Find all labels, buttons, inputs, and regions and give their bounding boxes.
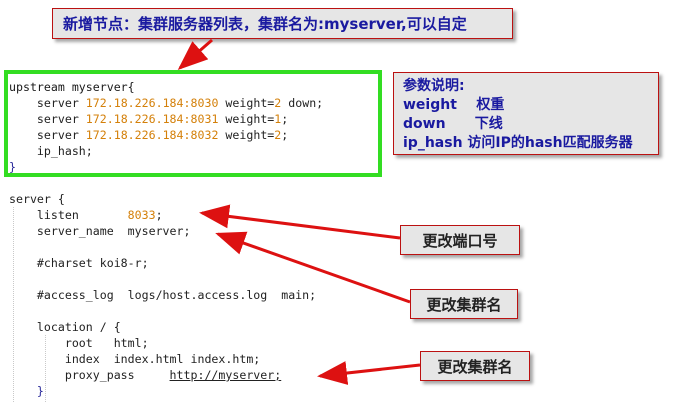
callout-change-cluster-name-2: 更改集群名 xyxy=(420,351,530,381)
indent-guide-2 xyxy=(45,335,46,402)
params-title: 参数说明: xyxy=(403,78,465,94)
code-listen: listen 8033; xyxy=(36,208,163,222)
code-charset: #charset koi8-r; xyxy=(36,256,149,270)
code-server-line-2: server 172.18.226.184:8031 weight=1; xyxy=(36,112,289,126)
params-callout: 参数说明: weight 权重 down 下线 ip_hash 访问IP的has… xyxy=(393,72,659,155)
code-server-open: server { xyxy=(9,192,65,206)
code-ip-hash: ip_hash; xyxy=(36,144,93,158)
indent-guide-1 xyxy=(13,207,14,402)
param-row-weight: weight 权重 xyxy=(403,97,505,113)
code-root: root html; xyxy=(64,336,149,350)
param-row-ip-hash: ip_hash 访问IP的hash匹配服务器 xyxy=(403,135,633,151)
code-access-log: #access_log logs/host.access.log main; xyxy=(36,288,317,302)
code-upstream-open: upstream myserver{ xyxy=(9,80,135,94)
arrow-to-listen xyxy=(199,204,401,240)
callout-change-port: 更改端口号 xyxy=(400,225,520,255)
code-index: index index.html index.htm; xyxy=(64,352,261,366)
upstream-highlight-box xyxy=(4,70,382,177)
code-server-name: server_name myserver; xyxy=(36,224,191,238)
code-location: location / { xyxy=(36,320,121,334)
arrow-top-to-upstream xyxy=(177,38,213,70)
arrow-to-proxy-pass xyxy=(317,361,421,385)
param-row-down: down 下线 xyxy=(403,116,503,132)
code-server-line-3: server 172.18.226.184:8032 weight=2; xyxy=(36,128,289,142)
code-location-close: } xyxy=(36,384,44,398)
code-upstream-close: } xyxy=(9,160,16,174)
arrow-to-server-name xyxy=(215,231,411,304)
code-server-line-1: server 172.18.226.184:8030 weight=2 down… xyxy=(36,96,324,110)
callout-change-cluster-name-1: 更改集群名 xyxy=(410,289,518,319)
code-proxy-pass: proxy_pass http://myserver; xyxy=(64,368,282,382)
top-callout: 新增节点：集群服务器列表，集群名为:myserver,可以自定 xyxy=(52,8,513,39)
